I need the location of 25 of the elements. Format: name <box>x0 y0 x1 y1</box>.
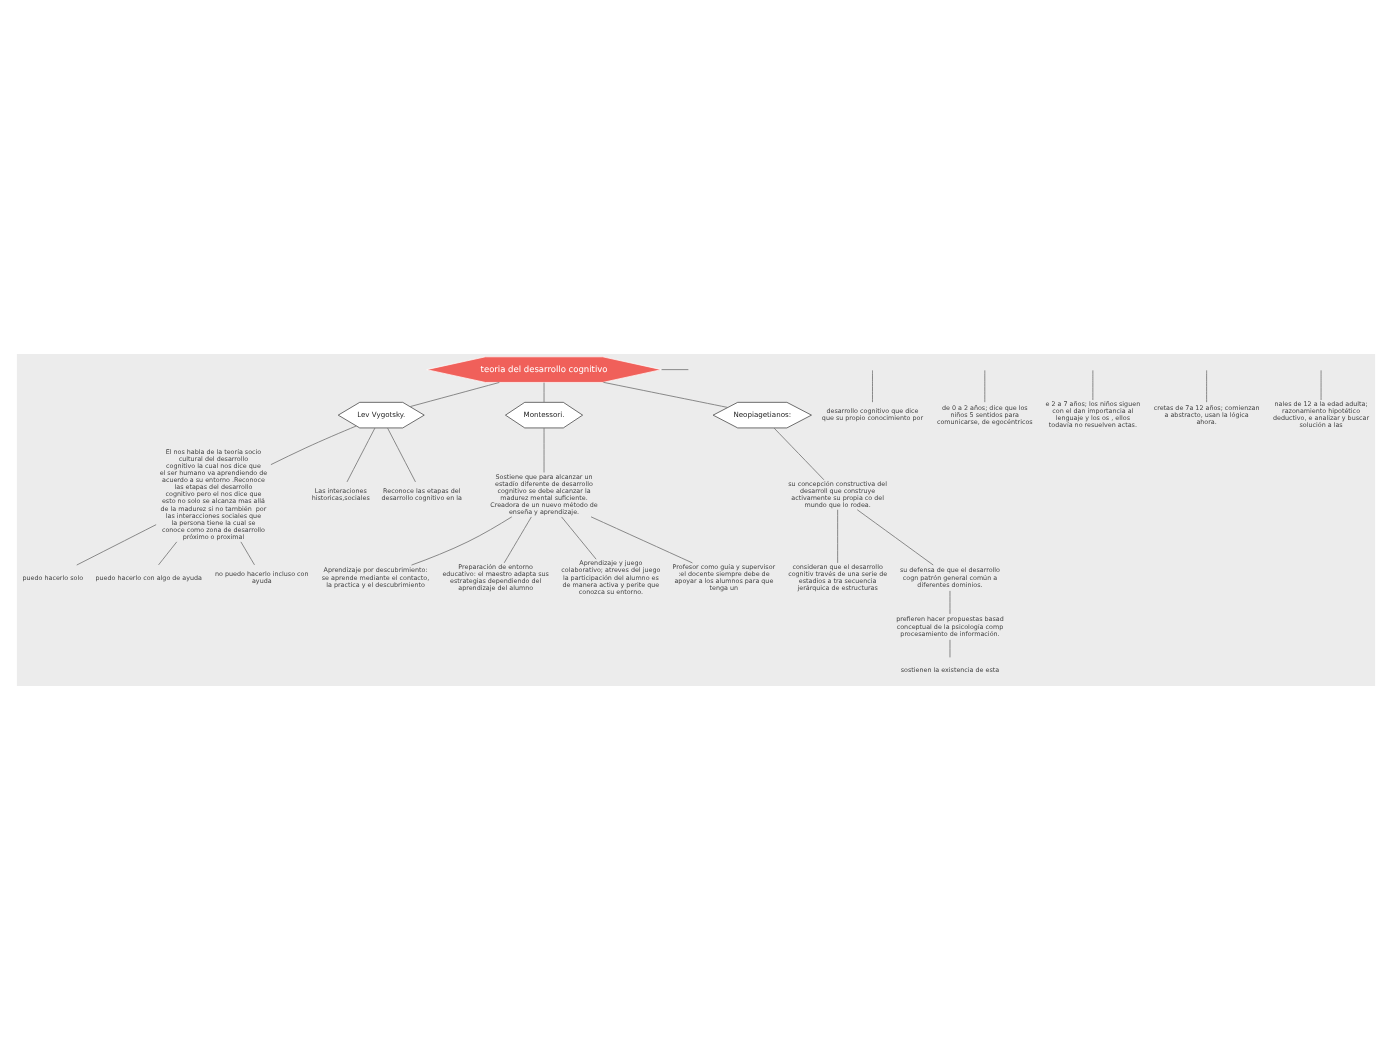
connector <box>984 369 986 403</box>
connector <box>543 427 545 473</box>
connector <box>411 516 513 566</box>
connector <box>409 382 500 407</box>
connector <box>1320 369 1322 401</box>
connector <box>1092 369 1094 401</box>
connector <box>346 427 376 483</box>
connector <box>949 639 951 658</box>
connector <box>590 516 693 564</box>
connector <box>661 369 689 371</box>
connector <box>561 516 597 560</box>
connector <box>503 516 532 564</box>
connector <box>949 590 951 615</box>
connector <box>158 541 178 566</box>
connector <box>773 427 825 481</box>
connector <box>1206 369 1208 403</box>
connector <box>543 382 545 403</box>
connector <box>387 427 416 483</box>
connector <box>837 509 839 564</box>
connector <box>240 541 255 566</box>
connector <box>270 425 357 466</box>
connector <box>872 369 873 403</box>
connector <box>856 509 934 566</box>
connector <box>602 381 729 408</box>
connector <box>76 524 157 566</box>
